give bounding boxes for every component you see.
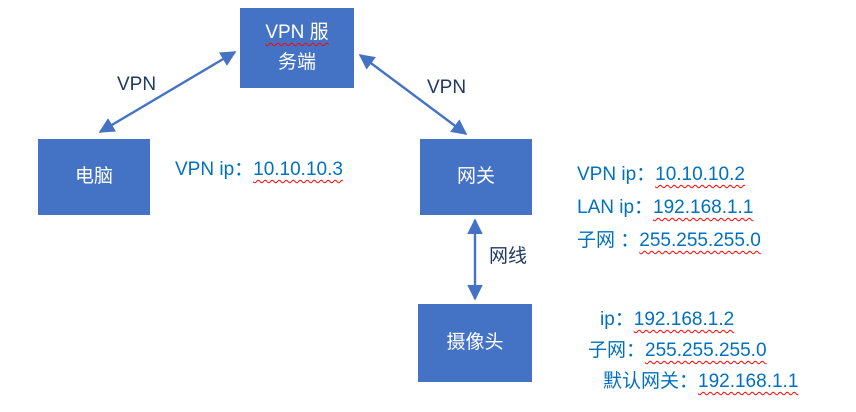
gateway-lan-ip-value: 192.168.1.1 bbox=[653, 197, 754, 218]
camera-default-gateway-line: 默认网关：192.168.1.1 bbox=[603, 371, 798, 393]
arrow-vpnserver-gateway bbox=[358, 54, 468, 135]
node-vpn-server: VPN 服 务端 bbox=[240, 8, 354, 88]
computer-ip-value: 10.10.10.3 bbox=[253, 159, 343, 180]
node-camera: 摄像头 bbox=[418, 304, 532, 382]
node-vpn-server-label-line1: VPN 服 bbox=[265, 22, 329, 43]
node-computer-label: 电脑 bbox=[74, 166, 113, 187]
gateway-vpn-ip-value: 10.10.10.2 bbox=[655, 164, 745, 185]
gateway-subnet-line: 子网 ：255.255.255.0 bbox=[577, 230, 761, 252]
edge-label-network-cable: 网线 bbox=[489, 246, 528, 267]
camera-ip-annotation: ip：192.168.1.2 子网：255.255.255.0 默认网关：192… bbox=[588, 309, 798, 402]
camera-ip-line: ip：192.168.1.2 bbox=[600, 309, 798, 331]
camera-subnet-value: 255.255.255.0 bbox=[645, 340, 767, 361]
gateway-lan-ip-prefix: LAN ip： bbox=[577, 197, 654, 218]
node-computer: 电脑 bbox=[38, 139, 150, 215]
camera-subnet-line: 子网：255.255.255.0 bbox=[588, 340, 798, 362]
node-gateway-label: 网关 bbox=[456, 166, 495, 187]
gateway-vpn-ip-line: VPN ip：10.10.10.2 bbox=[577, 164, 761, 186]
camera-ip-value: 192.168.1.2 bbox=[633, 309, 735, 330]
gateway-ip-annotation: VPN ip：10.10.10.2 LAN ip：192.168.1.1 子网 … bbox=[577, 164, 761, 263]
gateway-subnet-value: 255.255.255.0 bbox=[639, 230, 761, 251]
camera-default-gateway-prefix: 默认网关： bbox=[603, 371, 699, 392]
node-gateway: 网关 bbox=[420, 139, 532, 215]
camera-default-gateway-value: 192.168.1.1 bbox=[698, 371, 799, 392]
node-vpn-server-label-line2: 务端 bbox=[277, 52, 316, 73]
edge-label-vpn-left: VPN bbox=[117, 74, 157, 95]
gateway-vpn-ip-prefix: VPN ip： bbox=[577, 164, 656, 185]
computer-ip-prefix: VPN ip： bbox=[175, 159, 254, 180]
computer-ip-annotation: VPN ip：10.10.10.3 bbox=[175, 159, 343, 181]
edge-label-vpn-right: VPN bbox=[427, 77, 467, 98]
camera-ip-prefix: ip： bbox=[600, 309, 634, 330]
camera-subnet-prefix: 子网： bbox=[588, 340, 646, 361]
node-camera-label: 摄像头 bbox=[446, 332, 504, 353]
arrow-computer-vpnserver bbox=[98, 50, 237, 134]
gateway-subnet-prefix: 子网 ： bbox=[577, 230, 640, 251]
gateway-lan-ip-line: LAN ip：192.168.1.1 bbox=[577, 197, 761, 219]
